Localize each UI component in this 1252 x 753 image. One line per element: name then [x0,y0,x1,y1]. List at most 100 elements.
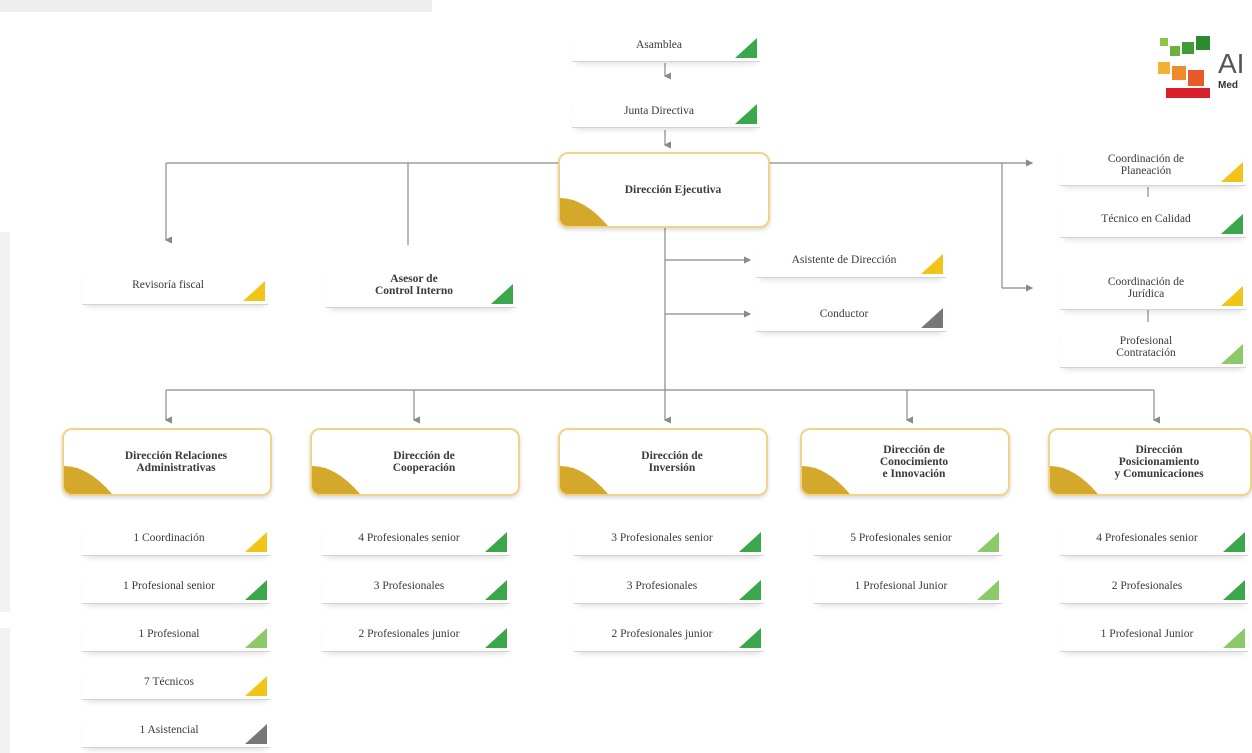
corner-accent-icon [245,724,267,744]
corner-accent-icon [739,580,761,600]
corner-accent-icon [243,281,265,301]
node-label: Asamblea [636,38,682,51]
node-coordinacion-planeacion: Coordinación de Planeación [1060,144,1246,186]
corner-accent-icon [560,466,608,494]
corner-accent-icon [1221,344,1243,364]
staff-item: 7 Técnicos [82,664,270,700]
corner-accent-icon [1221,162,1243,182]
node-label: Asistente de Dirección [791,253,897,266]
node-junta-directiva: Junta Directiva [572,94,760,128]
logo-icon [1158,36,1210,98]
node-label: Coordinación de Planeación [1107,152,1185,177]
staff-item: 3 Profesionales senior [574,520,764,556]
staff-label: 3 Profesionales [626,579,698,592]
corner-accent-icon [735,38,757,58]
node-direccion-ejecutiva: Dirección Ejecutiva [558,152,770,228]
corner-accent-icon [977,532,999,552]
corner-accent-icon [245,532,267,552]
directorate-title: Dirección Relaciones Administrativas [124,450,228,474]
staff-item: 1 Profesional senior [82,568,270,604]
corner-accent-icon [739,532,761,552]
corner-accent-icon [1221,286,1243,306]
staff-item: 5 Profesionales senior [814,520,1002,556]
staff-label: 1 Profesional senior [123,579,215,592]
directorate-title: Dirección de Cooperación [392,450,456,474]
staff-item: 4 Profesionales senior [322,520,510,556]
staff-label: 1 Profesional Junior [854,579,948,592]
corner-accent-icon [1223,628,1245,648]
corner-accent-icon [739,628,761,648]
directorate-title: Dirección de Inversión [641,450,703,474]
staff-label: 5 Profesionales senior [850,531,952,544]
staff-label: 2 Profesionales junior [358,627,460,640]
staff-label: 1 Asistencial [139,723,199,736]
corner-accent-icon [245,628,267,648]
directorate-conocimiento-innovacion: Dirección de Conocimiento e Innovación [800,428,1010,496]
logo-text: AI [1218,48,1245,79]
node-asesor-control-interno: Asesor de Control Interno [326,262,516,308]
corner-accent-icon [560,198,608,226]
node-label: Asesor de Control Interno [374,272,454,297]
node-label: Profesional Contratación [1116,334,1176,359]
left-edge-strip [0,628,10,753]
node-tecnico-calidad: Técnico en Calidad [1060,200,1246,238]
staff-label: 3 Profesionales senior [611,531,713,544]
directorate-title: Dirección de Conocimiento e Innovación [879,444,949,480]
node-coordinacion-juridica: Coordinación de Jurídica [1060,266,1246,310]
node-asamblea: Asamblea [572,28,760,62]
top-bar [0,0,432,12]
node-label: Junta Directiva [624,104,694,117]
directorate-inversion: Dirección de Inversión [558,428,768,496]
corner-accent-icon [1223,580,1245,600]
staff-label: 1 Profesional [138,627,200,640]
node-revisoria-fiscal: Revisoría fiscal [82,265,268,305]
staff-item: 2 Profesionales [1060,568,1248,604]
directorate-posicionamiento-comunicaciones: Dirección Posicionamiento y Comunicacion… [1048,428,1252,496]
corner-accent-icon [735,104,757,124]
corner-accent-icon [485,580,507,600]
node-profesional-contratacion: Profesional Contratación [1060,326,1246,368]
directorate-cooperacion: Dirección de Cooperación [310,428,520,496]
staff-label: 7 Técnicos [144,675,194,688]
staff-label: 2 Profesionales [1111,579,1183,592]
staff-label: 3 Profesionales [373,579,445,592]
staff-item: 1 Coordinación [82,520,270,556]
corner-accent-icon [1050,466,1098,494]
node-label: Conductor [819,307,869,320]
corner-accent-icon [921,308,943,328]
left-edge-strip [0,232,10,612]
corner-accent-icon [485,628,507,648]
node-label: Dirección Ejecutiva [624,184,722,196]
node-asistente-direccion: Asistente de Dirección [756,242,946,278]
corner-accent-icon [802,466,850,494]
staff-label: 4 Profesionales senior [358,531,460,544]
corner-accent-icon [1223,532,1245,552]
staff-label: 2 Profesionales junior [611,627,713,640]
logo-subtext: Med [1218,80,1238,91]
staff-label: 4 Profesionales senior [1096,531,1198,544]
staff-item: 1 Profesional Junior [814,568,1002,604]
corner-accent-icon [977,580,999,600]
node-label: Técnico en Calidad [1101,212,1191,225]
corner-accent-icon [312,466,360,494]
node-conductor: Conductor [756,296,946,332]
staff-item: 1 Profesional [82,616,270,652]
directorate-relaciones-administrativas: Dirección Relaciones Administrativas [62,428,272,496]
corner-accent-icon [245,580,267,600]
staff-item: 3 Profesionales [322,568,510,604]
staff-item: 2 Profesionales junior [574,616,764,652]
staff-item: 3 Profesionales [574,568,764,604]
directorate-title: Dirección Posicionamiento y Comunicacion… [1114,444,1204,480]
node-label: Revisoría fiscal [132,278,204,291]
staff-label: 1 Profesional Junior [1100,627,1194,640]
corner-accent-icon [245,676,267,696]
staff-item: 4 Profesionales senior [1060,520,1248,556]
corner-accent-icon [1221,214,1243,234]
staff-label: 1 Coordinación [133,531,205,544]
staff-item: 1 Profesional Junior [1060,616,1248,652]
staff-item: 2 Profesionales junior [322,616,510,652]
node-label: Coordinación de Jurídica [1107,275,1185,300]
corner-accent-icon [64,466,112,494]
staff-item: 1 Asistencial [82,712,270,748]
